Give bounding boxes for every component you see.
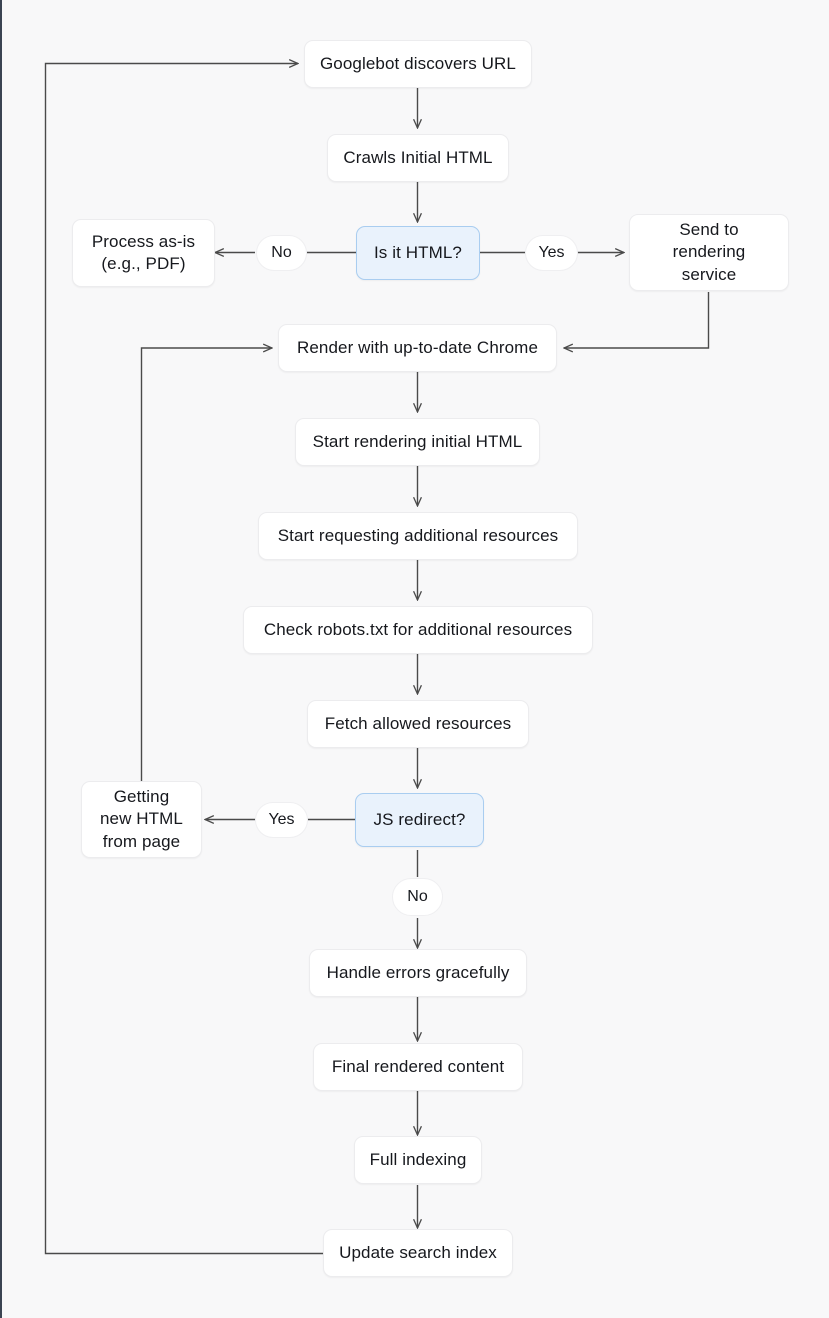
node-label-line3: from page — [102, 831, 181, 851]
node-fetch-allowed-resources[interactable]: Fetch allowed resources — [307, 700, 529, 748]
node-label: Googlebot discovers URL — [319, 53, 516, 73]
node-label: Final rendered content — [331, 1056, 505, 1076]
edge-label-text: No — [407, 888, 428, 905]
node-label: Update search index — [339, 1242, 497, 1262]
node-label: Check robots.txt for additional resource… — [263, 619, 573, 639]
node-send-to-rendering-service[interactable]: Send to rendering service — [629, 214, 789, 291]
node-handle-errors-gracefully[interactable]: Handle errors gracefully — [309, 949, 527, 997]
node-label: Crawls Initial HTML — [343, 147, 493, 167]
node-process-as-is[interactable]: Process as-is (e.g., PDF) — [72, 219, 215, 287]
node-js-redirect[interactable]: JS redirect? — [355, 793, 484, 847]
node-label-line2: rendering service — [672, 242, 746, 284]
edge-label-js-redirect-no: No — [392, 878, 443, 916]
edge-label-is-it-html-yes: Yes — [525, 235, 578, 271]
edge-label-text: No — [271, 244, 292, 261]
node-crawls-initial-html[interactable]: Crawls Initial HTML — [327, 134, 509, 182]
node-label-line1: Process as-is — [91, 231, 196, 251]
node-label-line2: (e.g., PDF) — [101, 254, 186, 273]
edge-newhtml-to-chrome — [140, 348, 273, 781]
edge-rendering-to-chrome — [564, 292, 710, 348]
node-final-rendered-content[interactable]: Final rendered content — [313, 1043, 523, 1091]
edge-label-js-redirect-yes: Yes — [255, 802, 308, 838]
node-start-rendering-initial-html[interactable]: Start rendering initial HTML — [295, 418, 540, 466]
node-render-with-chrome[interactable]: Render with up-to-date Chrome — [278, 324, 557, 372]
node-label-line1: Send to — [679, 219, 739, 239]
node-label: Fetch allowed resources — [324, 713, 512, 733]
node-label: Full indexing — [369, 1149, 467, 1169]
node-googlebot-discovers-url[interactable]: Googlebot discovers URL — [304, 40, 532, 88]
edge-label-text: Yes — [268, 811, 295, 828]
node-getting-new-html-from-page[interactable]: Getting new HTML from page — [81, 781, 202, 858]
edge-label-is-it-html-no: No — [256, 235, 307, 271]
node-update-search-index[interactable]: Update search index — [323, 1229, 513, 1277]
node-start-requesting-additional-resources[interactable]: Start requesting additional resources — [258, 512, 578, 560]
node-label-line2: new HTML — [100, 809, 183, 829]
node-label: Is it HTML? — [373, 242, 462, 262]
node-check-robots-txt[interactable]: Check robots.txt for additional resource… — [243, 606, 593, 654]
node-label: Handle errors gracefully — [326, 962, 510, 982]
node-label: Render with up-to-date Chrome — [296, 337, 539, 357]
node-label: JS redirect? — [373, 809, 466, 829]
edge-label-text: Yes — [538, 244, 565, 261]
node-label: Start rendering initial HTML — [312, 431, 523, 451]
node-label: Start requesting additional resources — [277, 525, 559, 545]
node-full-indexing[interactable]: Full indexing — [354, 1136, 482, 1184]
node-label-line1: Getting — [113, 786, 170, 806]
node-is-it-html[interactable]: Is it HTML? — [356, 226, 480, 280]
